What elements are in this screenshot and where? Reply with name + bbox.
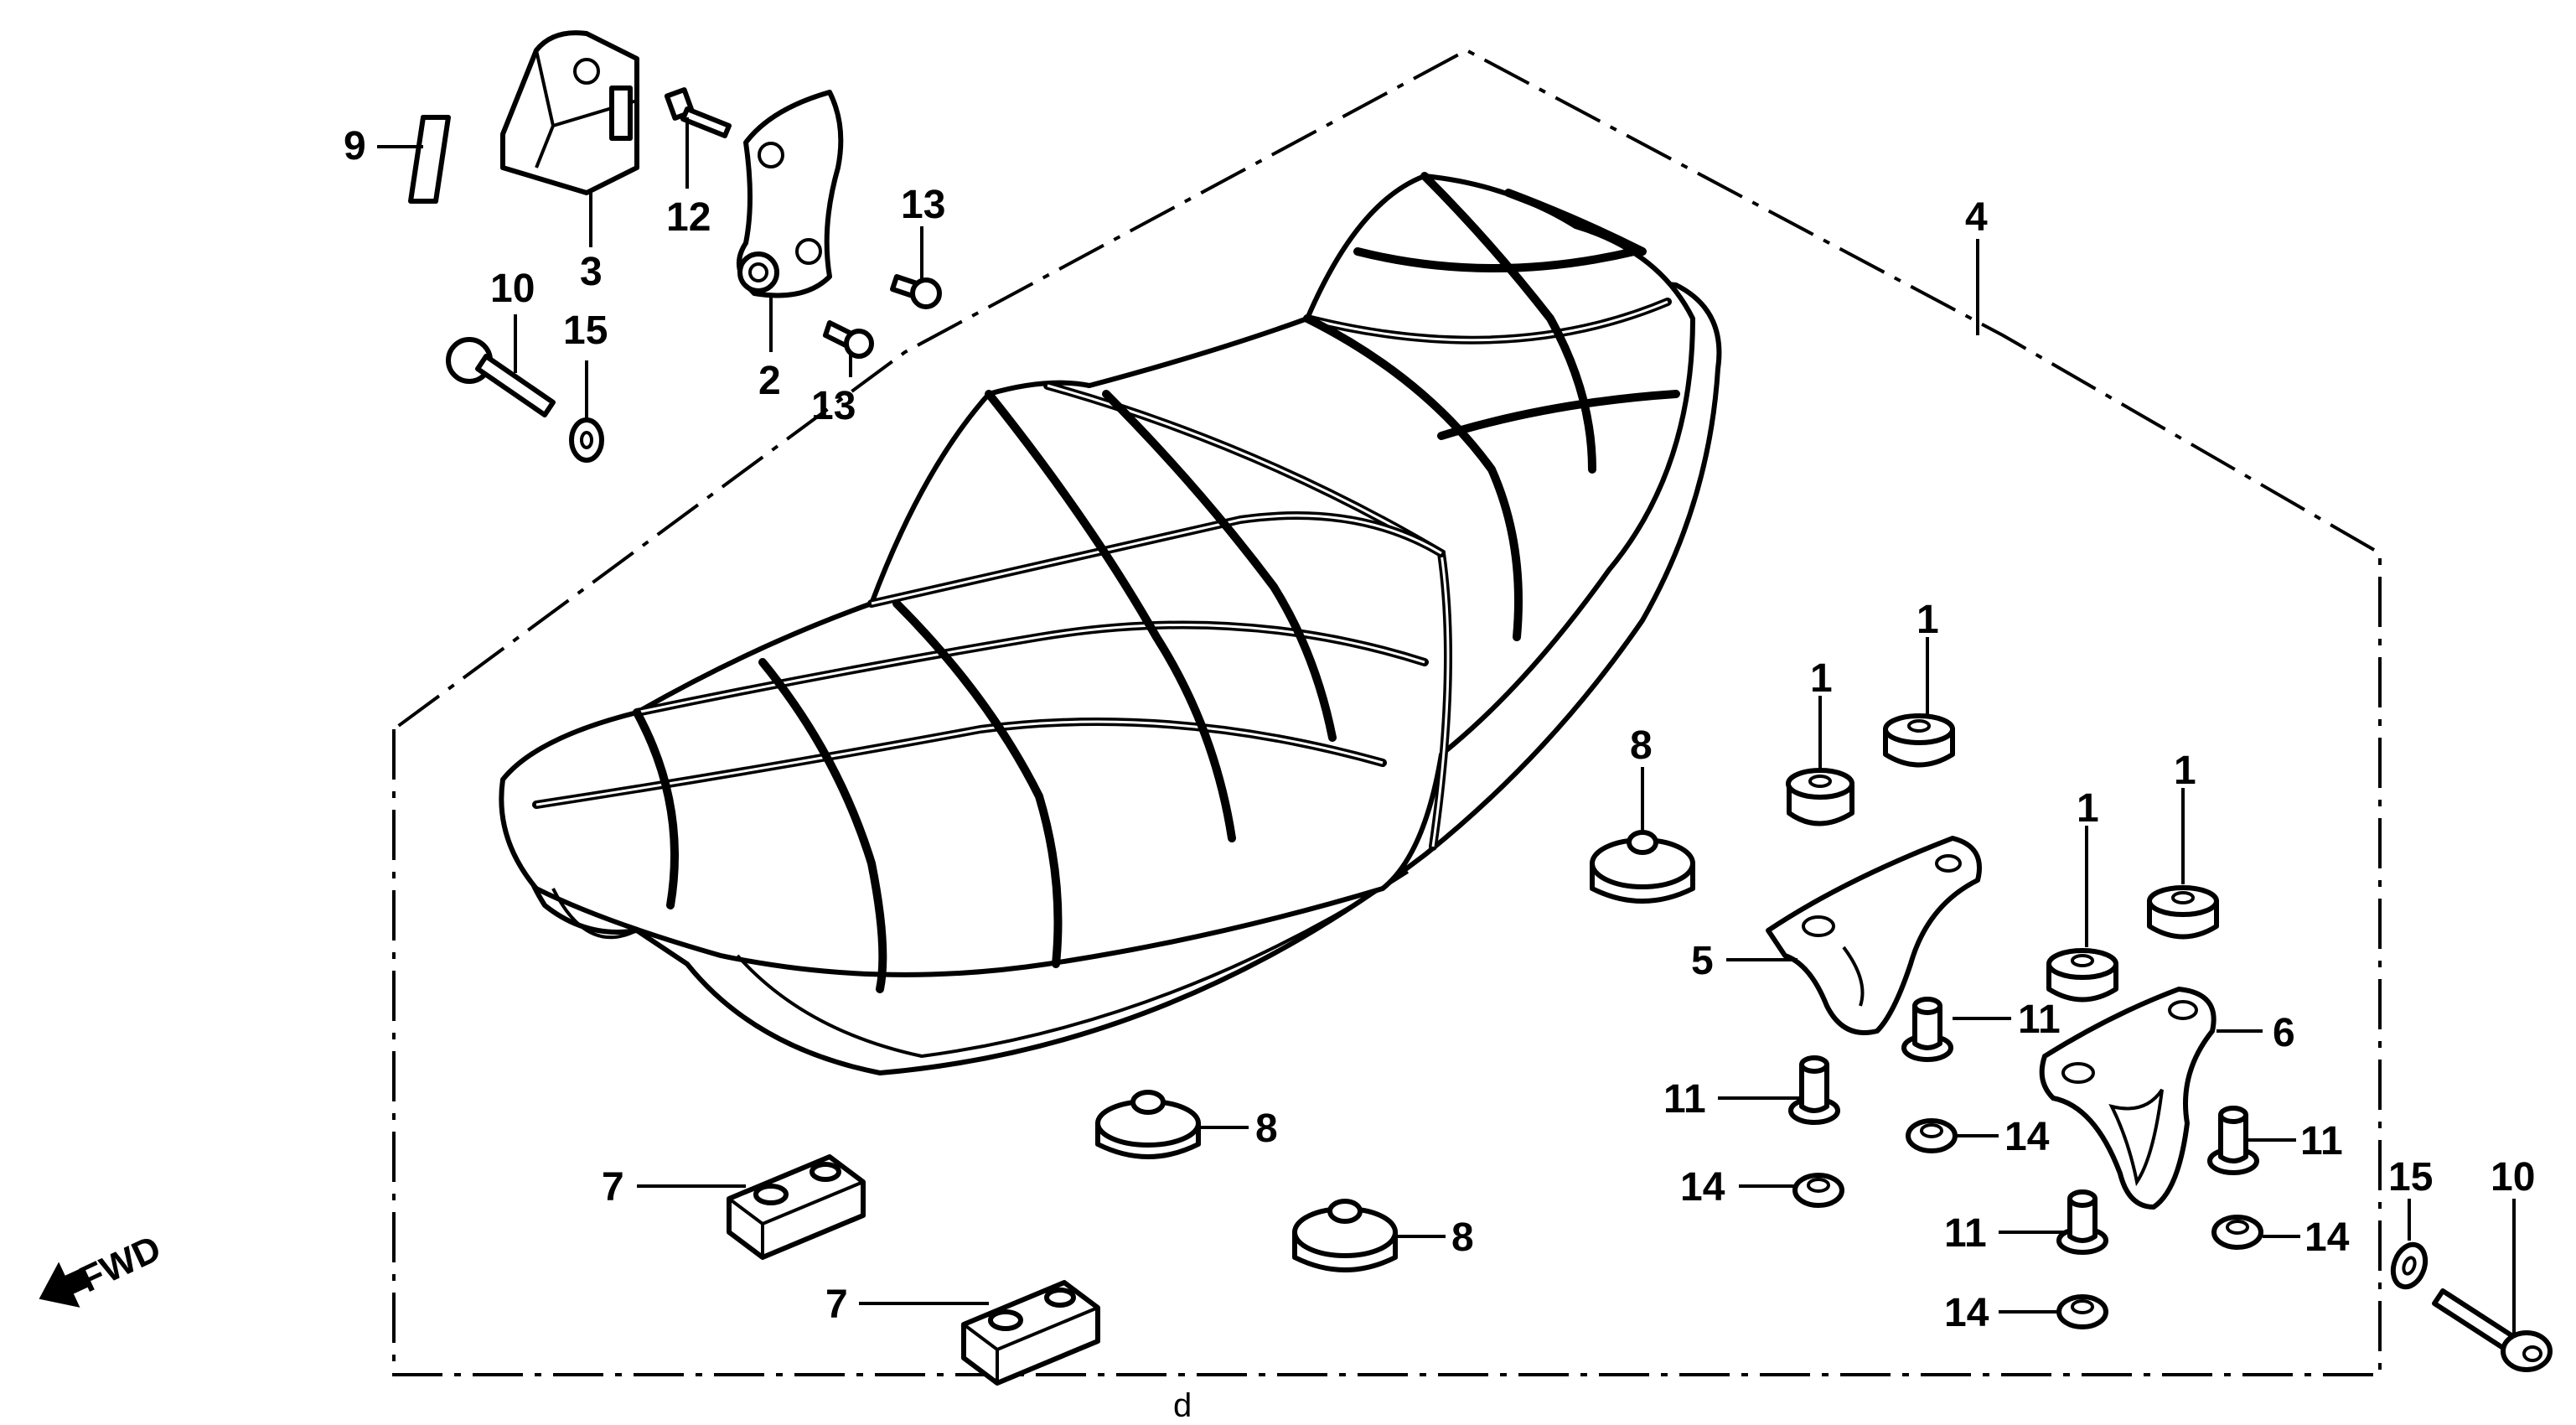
bolt-13-lower [823,320,874,359]
cushion-1a [1786,768,1854,826]
callout-1d: 1 [2174,749,2196,793]
callout-11-b: 11 [2018,998,2061,1042]
callout-10-left: 10 [490,267,535,311]
callout-3: 3 [580,250,603,294]
bolt-10-left [446,337,556,417]
callout-8-middle: 8 [1255,1106,1278,1151]
leader-lines [377,117,2516,1337]
seat-hinge [500,30,639,195]
cushion-1c [2046,948,2118,1003]
callout-11-d: 11 [1944,1211,1987,1256]
hinge-pin [408,115,451,204]
bumper-8-lower [1292,1199,1398,1272]
callout-8-upper: 8 [1630,723,1653,768]
bumper-8-middle [1095,1090,1201,1159]
assembly-frame [392,48,2382,1376]
seat-assembly [499,172,1722,1075]
footer-mark: d [1173,1387,1192,1424]
nut-14c [2211,1215,2263,1250]
washer-15-left [569,417,604,463]
collar-11b [1901,997,1953,1062]
callout-13-upper: 13 [901,183,945,227]
cushion-1d [2147,885,2219,940]
nut-14a [1792,1173,1844,1208]
callout-2: 2 [758,359,781,403]
callout-11-c: 11 [2300,1119,2343,1163]
callout-1b: 1 [1916,598,1939,642]
callout-14-d: 14 [1944,1291,1989,1335]
callout-11-a: 11 [1663,1077,1706,1122]
callout-14-b: 14 [2004,1115,2050,1159]
hinge-bracket [737,90,844,298]
callout-1a: 1 [1810,656,1833,701]
collar-11a [1788,1055,1840,1125]
bolt-13-upper [890,274,942,309]
callout-7-upper: 7 [602,1165,624,1210]
collar-11c [2207,1106,2259,1175]
callout-6: 6 [2273,1011,2295,1055]
bumper-8-upper [1590,830,1695,904]
callout-9: 9 [344,124,366,168]
callout-14-c: 14 [2304,1215,2350,1260]
fwd-label: FWD [74,1228,168,1301]
callout-8-lower: 8 [1451,1215,1474,1260]
callout-15-right: 15 [2388,1155,2433,1200]
callout-1c: 1 [2077,786,2099,831]
callout-5: 5 [1691,939,1714,983]
nut-14b [1906,1118,1958,1153]
callout-12: 12 [666,195,711,240]
cushion-1b [1883,713,1955,768]
callout-10-right: 10 [2491,1155,2535,1200]
callout-15-left: 15 [563,308,608,353]
washer-15-right [2390,1241,2429,1290]
mount-bracket-6 [2039,987,2216,1210]
block-7-upper [727,1154,866,1260]
callout-7-lower: 7 [825,1282,848,1327]
forward-arrow-icon [39,1262,90,1308]
block-7-lower [961,1280,1100,1386]
callout-14-a: 14 [1680,1165,1725,1210]
nut-14d [2056,1294,2108,1329]
callout-13-lower: 13 [811,384,856,428]
bolt-12 [664,87,732,138]
callout-4: 4 [1965,195,1988,240]
mount-bracket-5 [1766,836,1982,1035]
bolt-10-right [2432,1288,2553,1372]
collar-11d [2056,1189,2108,1255]
